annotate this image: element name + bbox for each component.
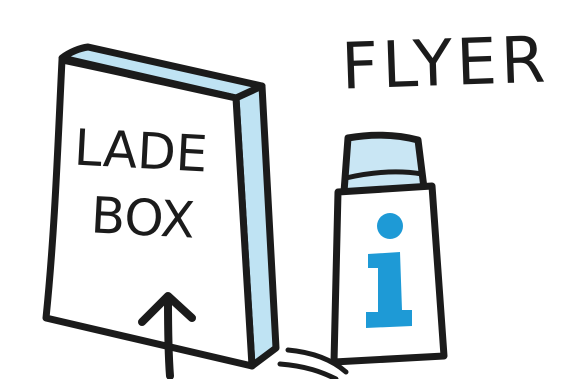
flyer-title: FLYER — [340, 23, 550, 104]
lade-box-label-line1: LADE — [73, 119, 209, 184]
lade-box: LADE BOX — [46, 47, 276, 376]
lade-box-label-line2: BOX — [90, 186, 197, 249]
flyer-flap — [344, 135, 424, 192]
flyer-stand — [280, 135, 444, 379]
